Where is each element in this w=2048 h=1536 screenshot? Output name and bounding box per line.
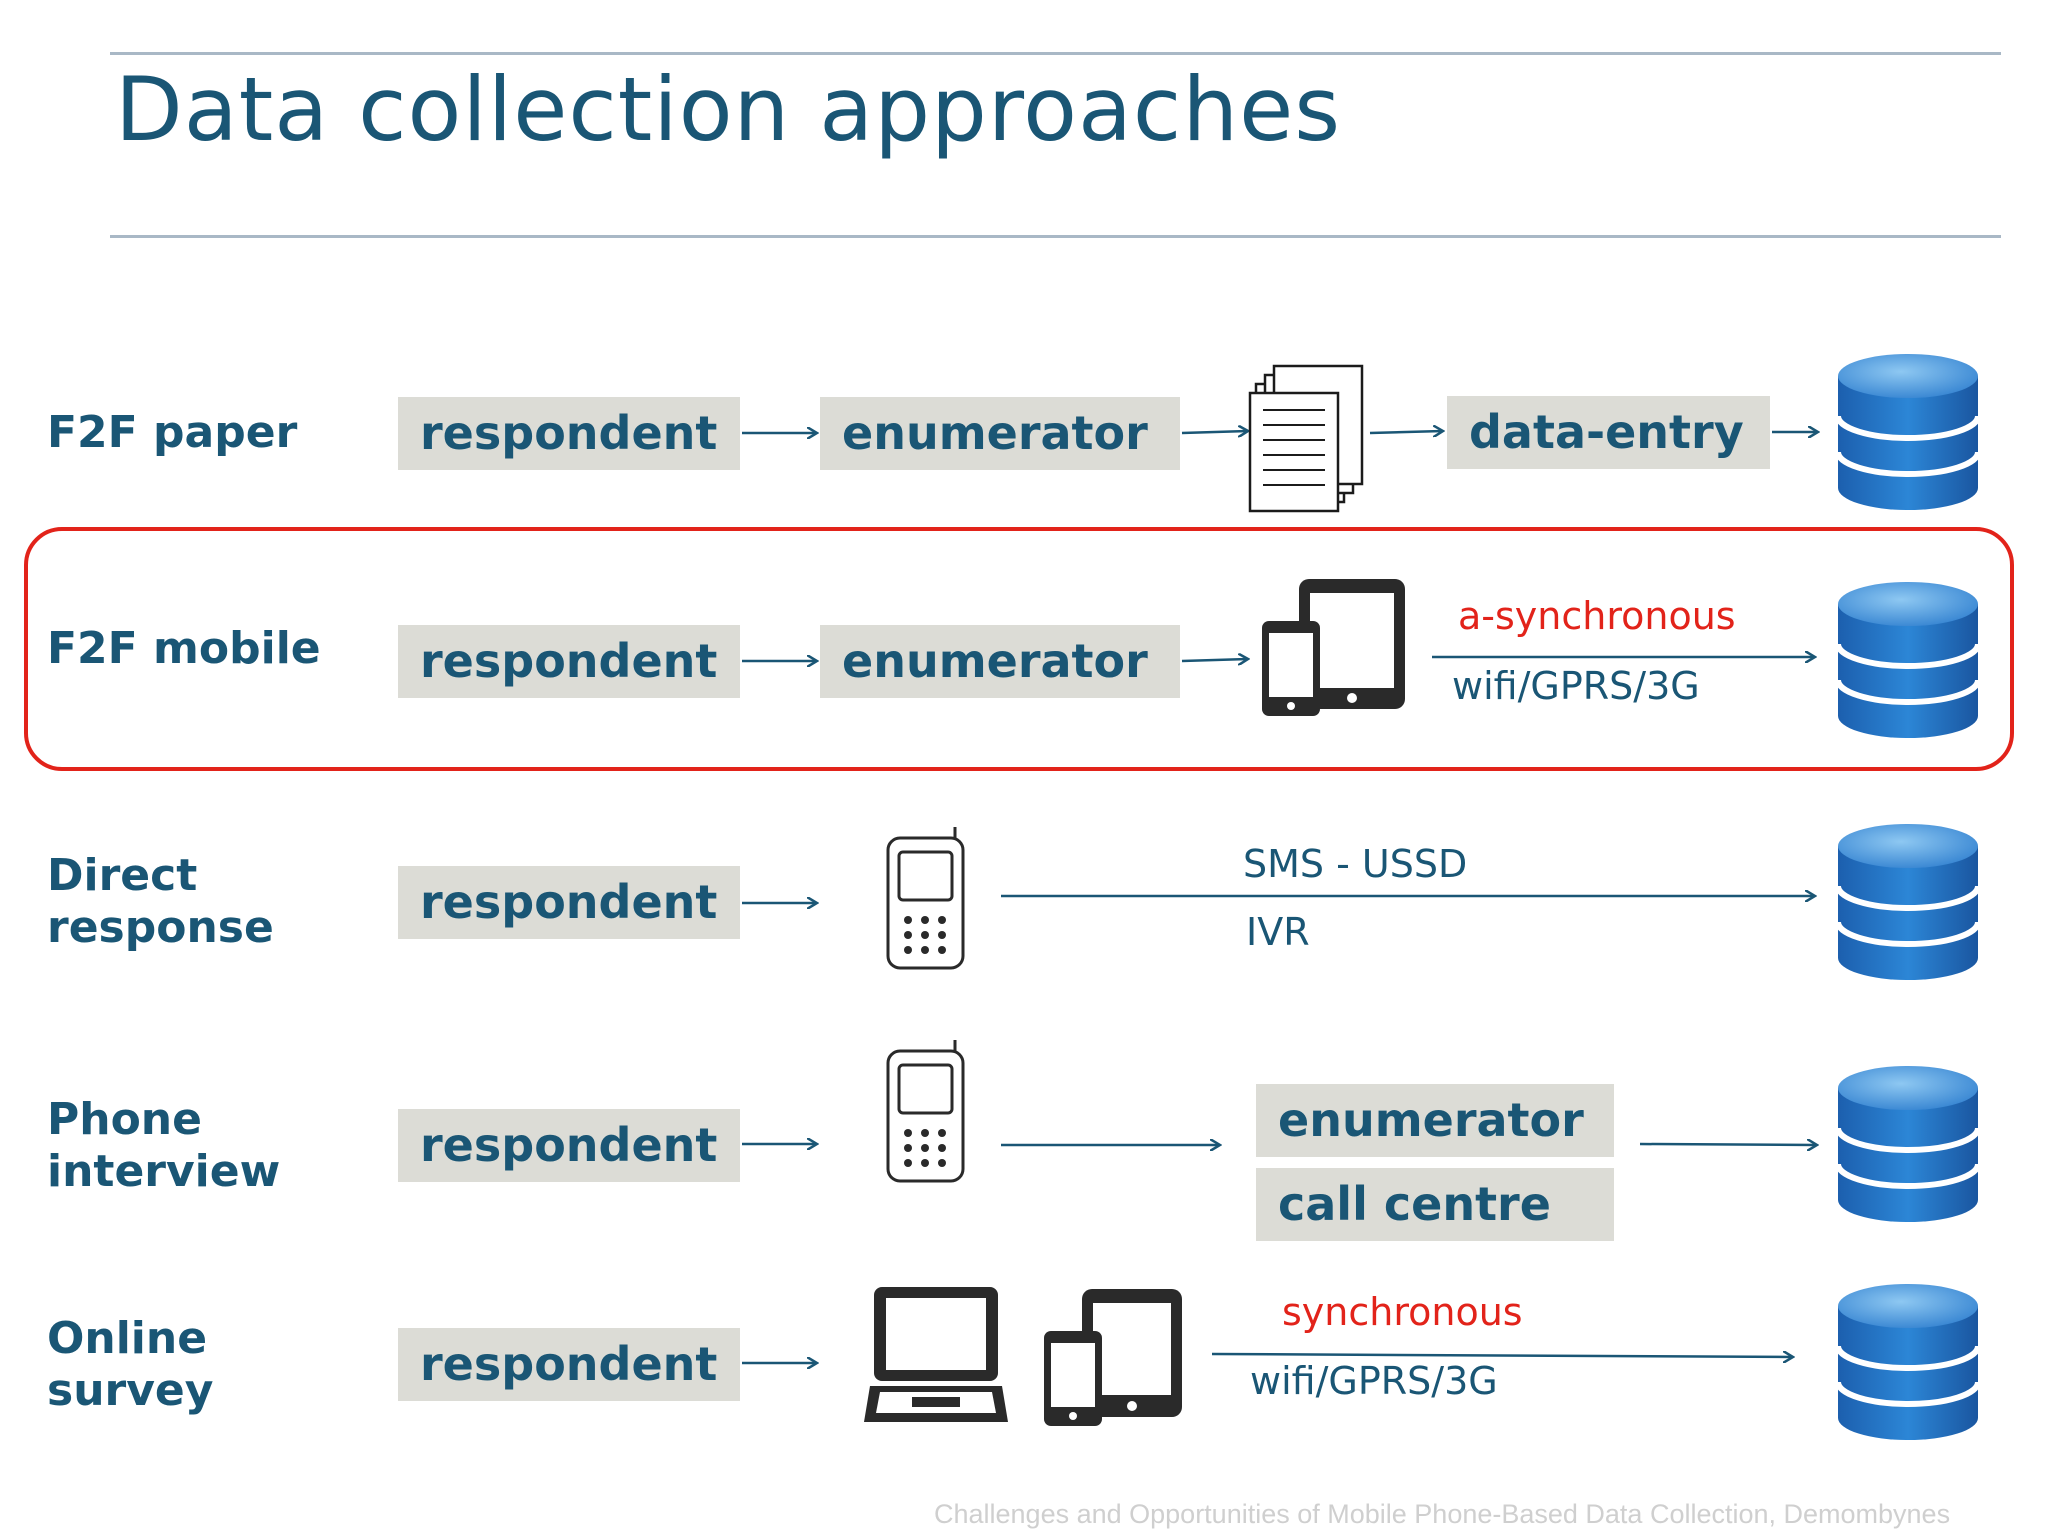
data-entry-box: data-entry <box>1447 396 1770 469</box>
laptop-icon <box>864 1287 1008 1422</box>
row-label-direct-response: Direct response <box>47 850 274 954</box>
row-label-f2f-paper: F2F paper <box>47 407 298 458</box>
respondent-box-online-survey: respondent <box>398 1328 740 1401</box>
channel-synchronous: synchronous <box>1282 1290 1523 1334</box>
arrow <box>1639 1144 1817 1145</box>
title-top-rule <box>110 52 2001 55</box>
source-footer: Challenges and Opportunities of Mobile P… <box>934 1499 1951 1529</box>
arrow <box>1181 659 1248 661</box>
tablet-phone-icon <box>1044 1289 1182 1426</box>
enumerator-box-f2f-paper: enumerator <box>820 397 1180 470</box>
feature-phone-icon <box>886 827 965 970</box>
row-label-line2: survey <box>47 1365 214 1416</box>
row-label-online-survey: Online survey <box>47 1313 213 1417</box>
channel-ivr: IVR <box>1246 910 1310 954</box>
respondent-box-f2f-mobile: respondent <box>398 625 740 698</box>
enumerator-box-phone-interview: enumerator <box>1256 1084 1614 1157</box>
arrow <box>1369 431 1443 433</box>
arrow <box>1211 1354 1793 1357</box>
row-label-line1: Direct <box>47 850 198 901</box>
respondent-box-direct-response: respondent <box>398 866 740 939</box>
row-label-line1: Phone <box>47 1094 202 1145</box>
channel-asynchronous: a-synchronous <box>1458 594 1736 638</box>
title-bottom-rule <box>110 235 2001 238</box>
row-label-phone-interview: Phone interview <box>47 1094 280 1198</box>
channel-wifi-online-survey: wifi/GPRS/3G <box>1250 1359 1498 1403</box>
database-icon <box>1835 1066 1981 1222</box>
call-centre-box: call centre <box>1256 1168 1614 1241</box>
respondent-box-phone-interview: respondent <box>398 1109 740 1182</box>
row-label-line2: response <box>47 902 274 953</box>
tablet-phone-icon <box>1262 579 1405 716</box>
database-icon <box>1835 1284 1981 1440</box>
arrow <box>1181 431 1248 433</box>
database-icon <box>1835 824 1981 980</box>
page-title: Data collection approaches <box>115 58 1342 161</box>
paper-stack-icon <box>1248 364 1364 513</box>
f2f-mobile-highlight <box>24 527 2014 771</box>
row-label-line1: Online <box>47 1313 208 1364</box>
enumerator-box-f2f-mobile: enumerator <box>820 625 1180 698</box>
feature-phone-icon <box>886 1040 965 1183</box>
channel-sms-ussd: SMS - USSD <box>1243 842 1468 886</box>
database-icon <box>1835 354 1981 510</box>
database-icon <box>1835 582 1981 738</box>
respondent-box-f2f-paper: respondent <box>398 397 740 470</box>
row-label-line2: interview <box>47 1146 281 1197</box>
channel-wifi-f2f-mobile: wifi/GPRS/3G <box>1452 664 1700 708</box>
row-label-f2f-mobile: F2F mobile <box>47 623 321 674</box>
